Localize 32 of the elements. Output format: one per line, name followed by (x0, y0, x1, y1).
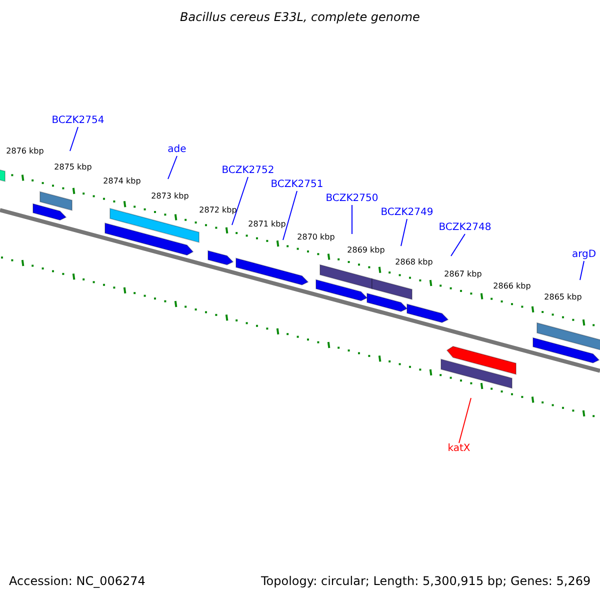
footer-text: Accession: NC_006274 (9, 574, 146, 588)
position-label: 2865 kbp (544, 292, 582, 302)
position-label: 2870 kbp (297, 232, 335, 242)
position-label: 2871 kbp (248, 220, 286, 228)
position-label: 2873 kbp (151, 192, 189, 200)
position-label: 2867 kbp (444, 270, 482, 278)
position-label: 2874 kbp (103, 176, 141, 186)
title: Bacillus cereus E33L, complete genome (179, 10, 421, 24)
position-label: 2875 kbp (54, 162, 92, 172)
leader-line (450, 234, 466, 256)
position-label: 2868 kbp (395, 258, 433, 266)
leader-line (580, 260, 584, 280)
gene-label: katX (448, 443, 470, 455)
gene-label: BCZK2750 (326, 193, 378, 205)
leader-line (168, 156, 178, 180)
position-label: 2866 kbp (493, 282, 531, 290)
leader-line (458, 398, 472, 444)
leader-line (70, 126, 78, 152)
gene-label: ade (168, 144, 186, 156)
gene-label: BCZK2754 (52, 115, 104, 127)
position-label: 2869 kbp (347, 246, 385, 254)
gene-label: BCZK2751 (270, 179, 324, 191)
gene-label: BCZK2749 (380, 207, 434, 219)
gene-label: BCZK2748 (438, 222, 492, 234)
leader-line (232, 176, 248, 226)
gene-label: argD (572, 249, 596, 261)
position-label: 2876 kbp (6, 146, 44, 156)
position-label: 2872 kbp (199, 206, 237, 214)
leader-line (282, 190, 298, 240)
leader-line (400, 218, 408, 246)
gene-label: BCZK2752 (222, 165, 274, 177)
footer-text: Topology: circular; Length: 5,300,915 bp; Genes: 5,269 (261, 574, 591, 588)
